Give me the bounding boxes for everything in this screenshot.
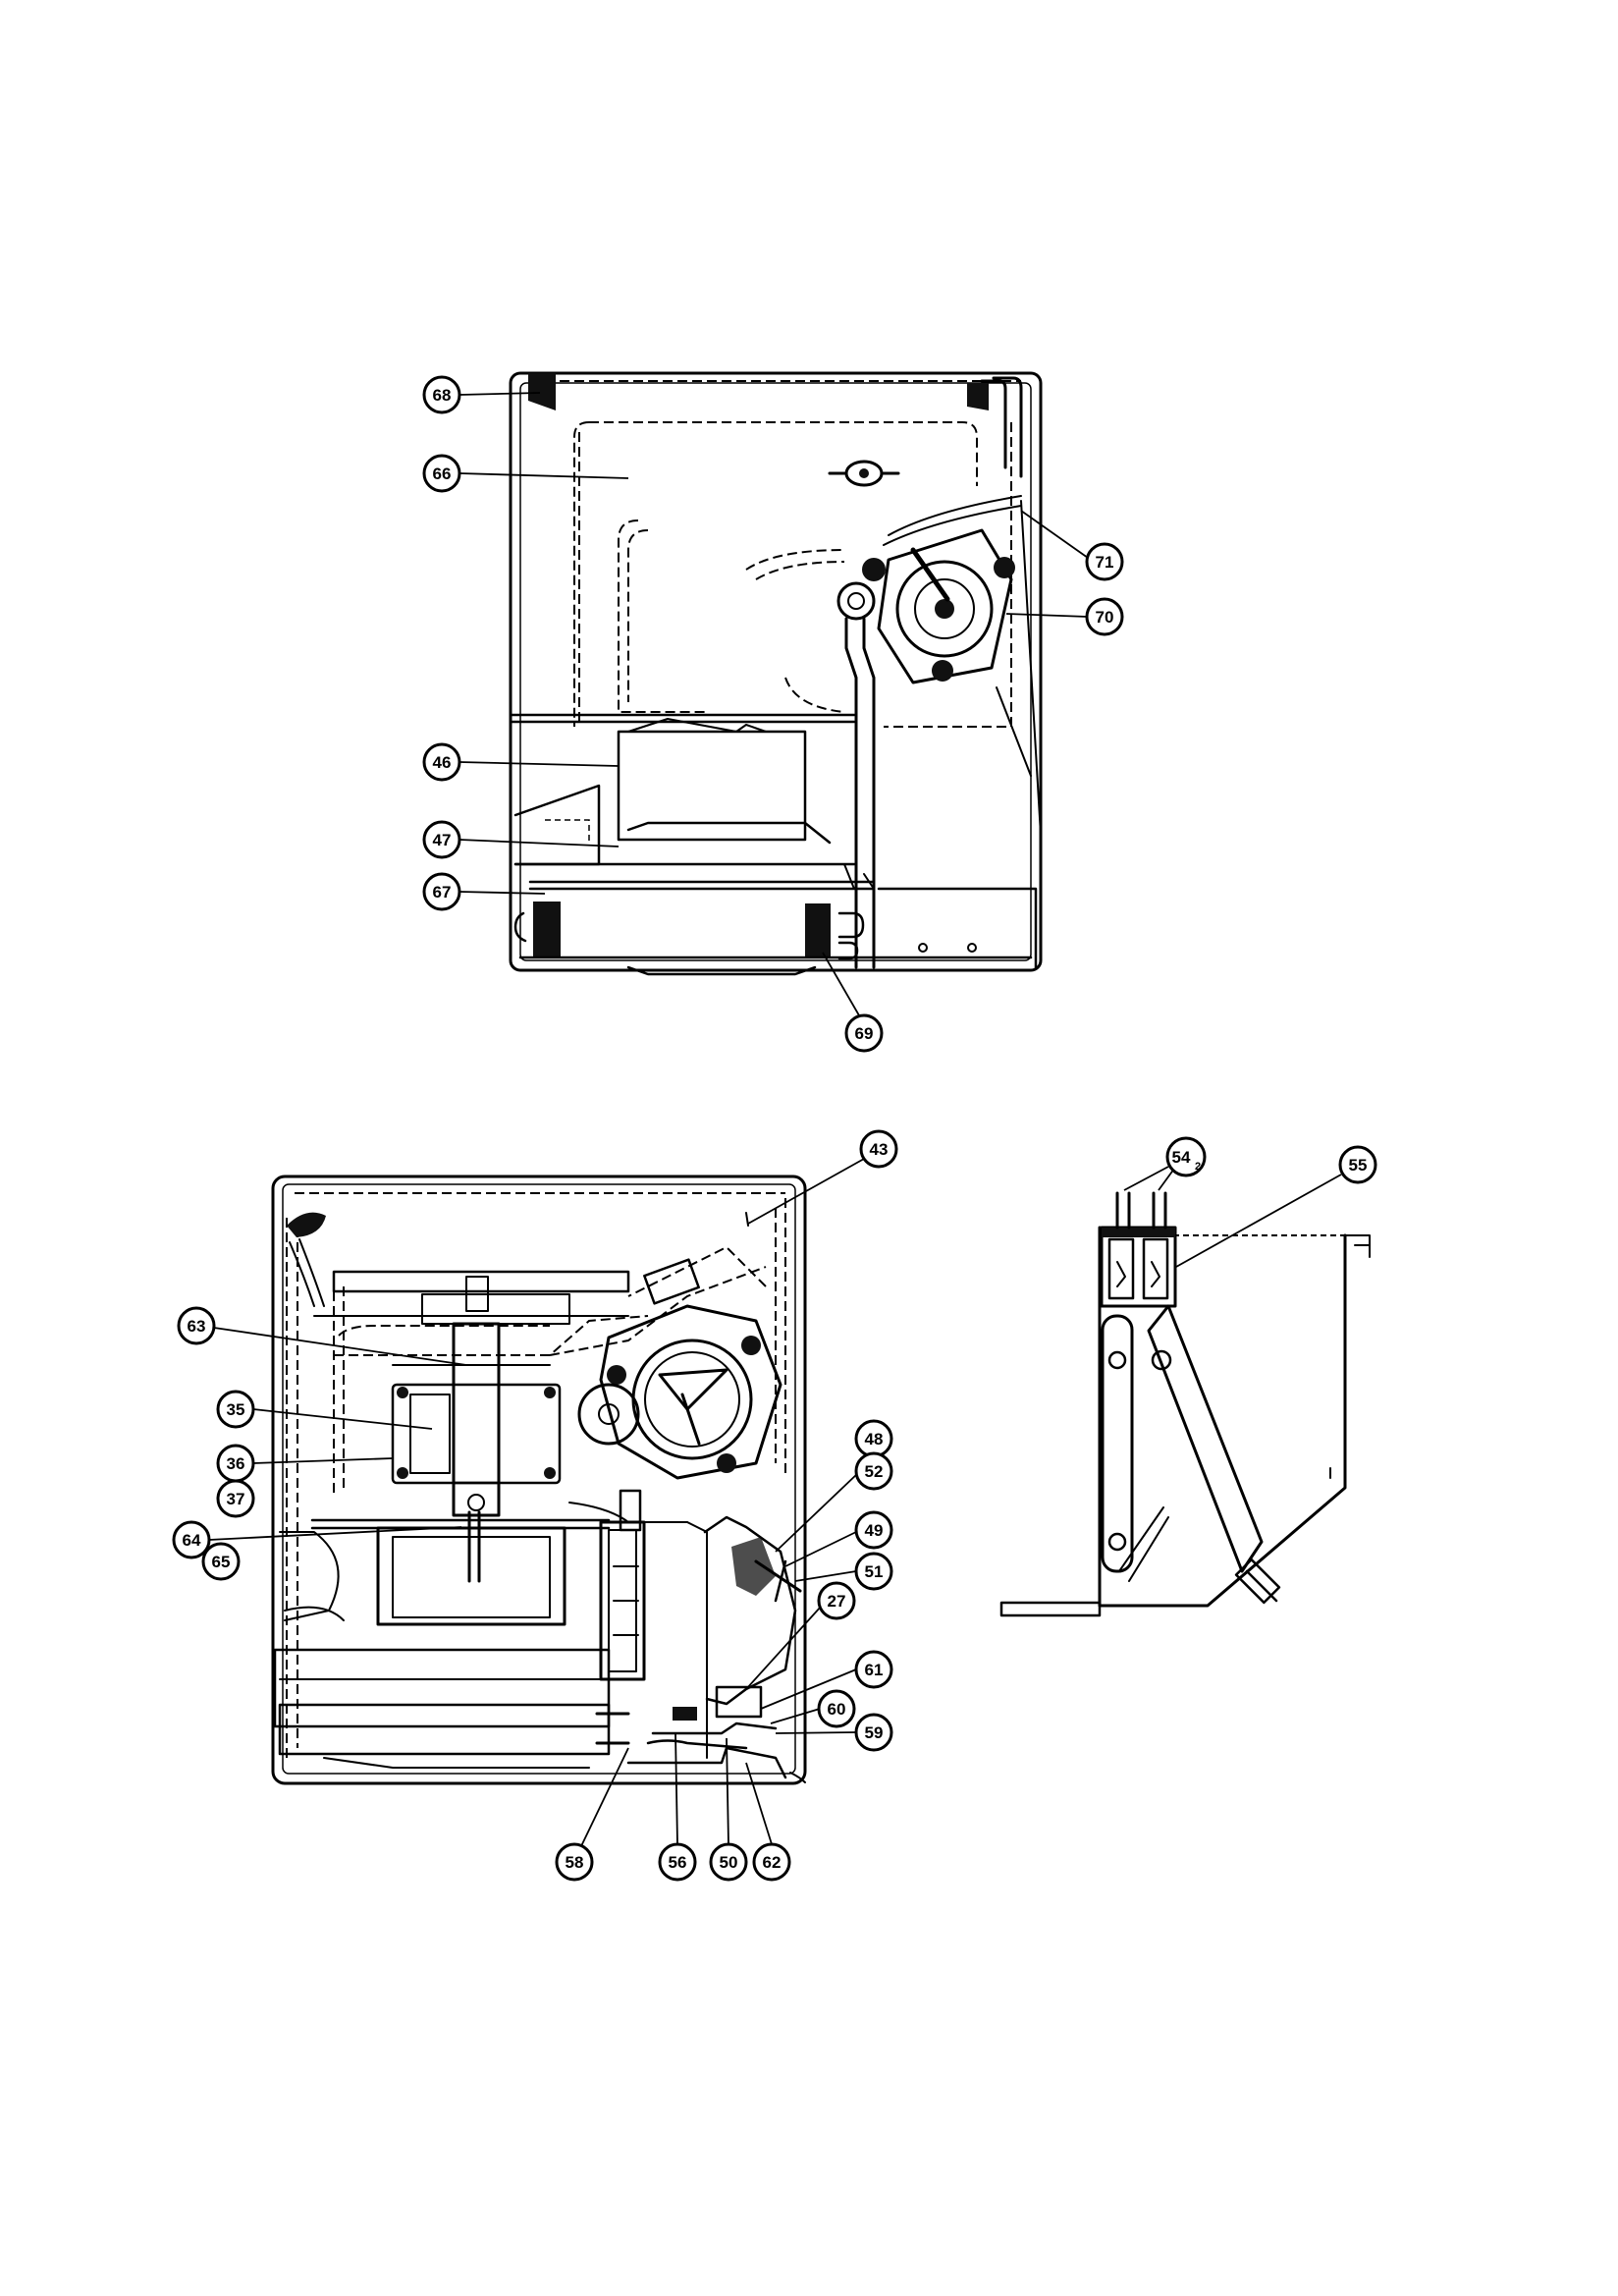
callout-label: 61 <box>865 1661 884 1679</box>
front-view-transformer <box>391 1322 688 1523</box>
callout-63: 63 <box>177 1306 467 1366</box>
front-view-high-voltage-capacitor <box>273 1648 630 1769</box>
callout-68: 68 <box>422 375 541 414</box>
callout-52: 52 <box>775 1451 893 1553</box>
callout-label: 54 <box>1172 1148 1191 1167</box>
callout-label: 70 <box>1096 608 1114 627</box>
callout-43: 43 <box>747 1129 898 1225</box>
front-view-assembly: 43 63 35 36 37 64 65 <box>172 1129 898 1882</box>
callout-label: 37 <box>227 1490 245 1508</box>
callout-label: 59 <box>865 1723 884 1742</box>
callout-61: 61 <box>760 1650 893 1710</box>
callout-label: 58 <box>566 1853 584 1872</box>
callout-56: 56 <box>658 1732 697 1882</box>
top-view-bracket-nut <box>828 460 900 487</box>
front-view-fan-assembly <box>577 1304 782 1480</box>
callout-label: 43 <box>870 1140 889 1159</box>
callout-59: 59 <box>775 1713 893 1752</box>
front-view-top-rail <box>287 1212 749 1325</box>
front-view-housing <box>271 1175 807 1785</box>
callout-60: 60 <box>770 1689 856 1728</box>
callout-label: 63 <box>188 1317 206 1336</box>
side-view-assembly: 54 2 55 <box>999 1136 1377 1617</box>
top-view-corner-brackets <box>513 373 1023 960</box>
callout-50: 50 <box>709 1737 748 1882</box>
callout-label: 67 <box>433 883 452 902</box>
side-view-interlock-switch <box>1100 1191 1177 1308</box>
callout-label: 55 <box>1349 1156 1368 1175</box>
callout-62: 62 <box>745 1762 791 1882</box>
callout-label: 66 <box>433 465 452 483</box>
top-view-magnetron-block <box>509 713 1038 976</box>
callout-label: 64 <box>183 1531 201 1550</box>
callout-67: 67 <box>422 872 546 911</box>
callout-label: 50 <box>720 1853 738 1872</box>
front-view-door-switches <box>599 1489 806 1783</box>
callout-54-2: 54 2 <box>1123 1136 1207 1191</box>
callout-71: 71 <box>1020 510 1124 581</box>
callout-label: 65 <box>212 1553 231 1571</box>
callout-70: 70 <box>1005 597 1124 636</box>
callout-label: 69 <box>855 1024 874 1043</box>
callout-label: 52 <box>865 1462 884 1481</box>
callout-label: 36 <box>227 1454 245 1473</box>
callout-55: 55 <box>1175 1145 1377 1268</box>
callout-27: 27 <box>745 1581 856 1690</box>
callout-label: 47 <box>433 831 452 849</box>
callout-35: 35 <box>216 1390 433 1430</box>
callout-subscript: 2 <box>1195 1161 1201 1173</box>
top-view-fan-motor <box>836 495 1042 969</box>
callout-label: 71 <box>1096 553 1114 572</box>
callout-37: 37 <box>216 1479 255 1518</box>
callout-65: 65 <box>201 1542 241 1581</box>
callout-label: 56 <box>669 1853 687 1872</box>
callout-69: 69 <box>822 952 884 1053</box>
callout-64: 64 <box>172 1520 462 1559</box>
callout-48: 48 <box>854 1419 893 1458</box>
callout-label: 62 <box>763 1853 782 1872</box>
side-view-panel <box>999 1226 1371 1617</box>
callout-36: 36 <box>216 1444 394 1483</box>
callout-58: 58 <box>555 1747 629 1882</box>
callout-66: 66 <box>422 454 629 493</box>
callout-51: 51 <box>794 1552 893 1591</box>
callout-label: 60 <box>828 1700 846 1719</box>
callout-label: 51 <box>865 1562 884 1581</box>
callout-label: 27 <box>828 1592 846 1611</box>
callout-47: 47 <box>422 820 620 859</box>
callout-label: 49 <box>865 1521 884 1540</box>
callout-label: 48 <box>865 1430 884 1449</box>
callout-46: 46 <box>422 742 620 782</box>
front-view-magnetron <box>279 1510 611 1626</box>
callout-label: 46 <box>433 753 452 772</box>
callout-49: 49 <box>784 1510 893 1567</box>
callout-label: 35 <box>227 1400 245 1419</box>
top-view-assembly: 68 66 71 70 46 47 67 <box>422 371 1124 1053</box>
callout-label: 68 <box>433 386 452 405</box>
